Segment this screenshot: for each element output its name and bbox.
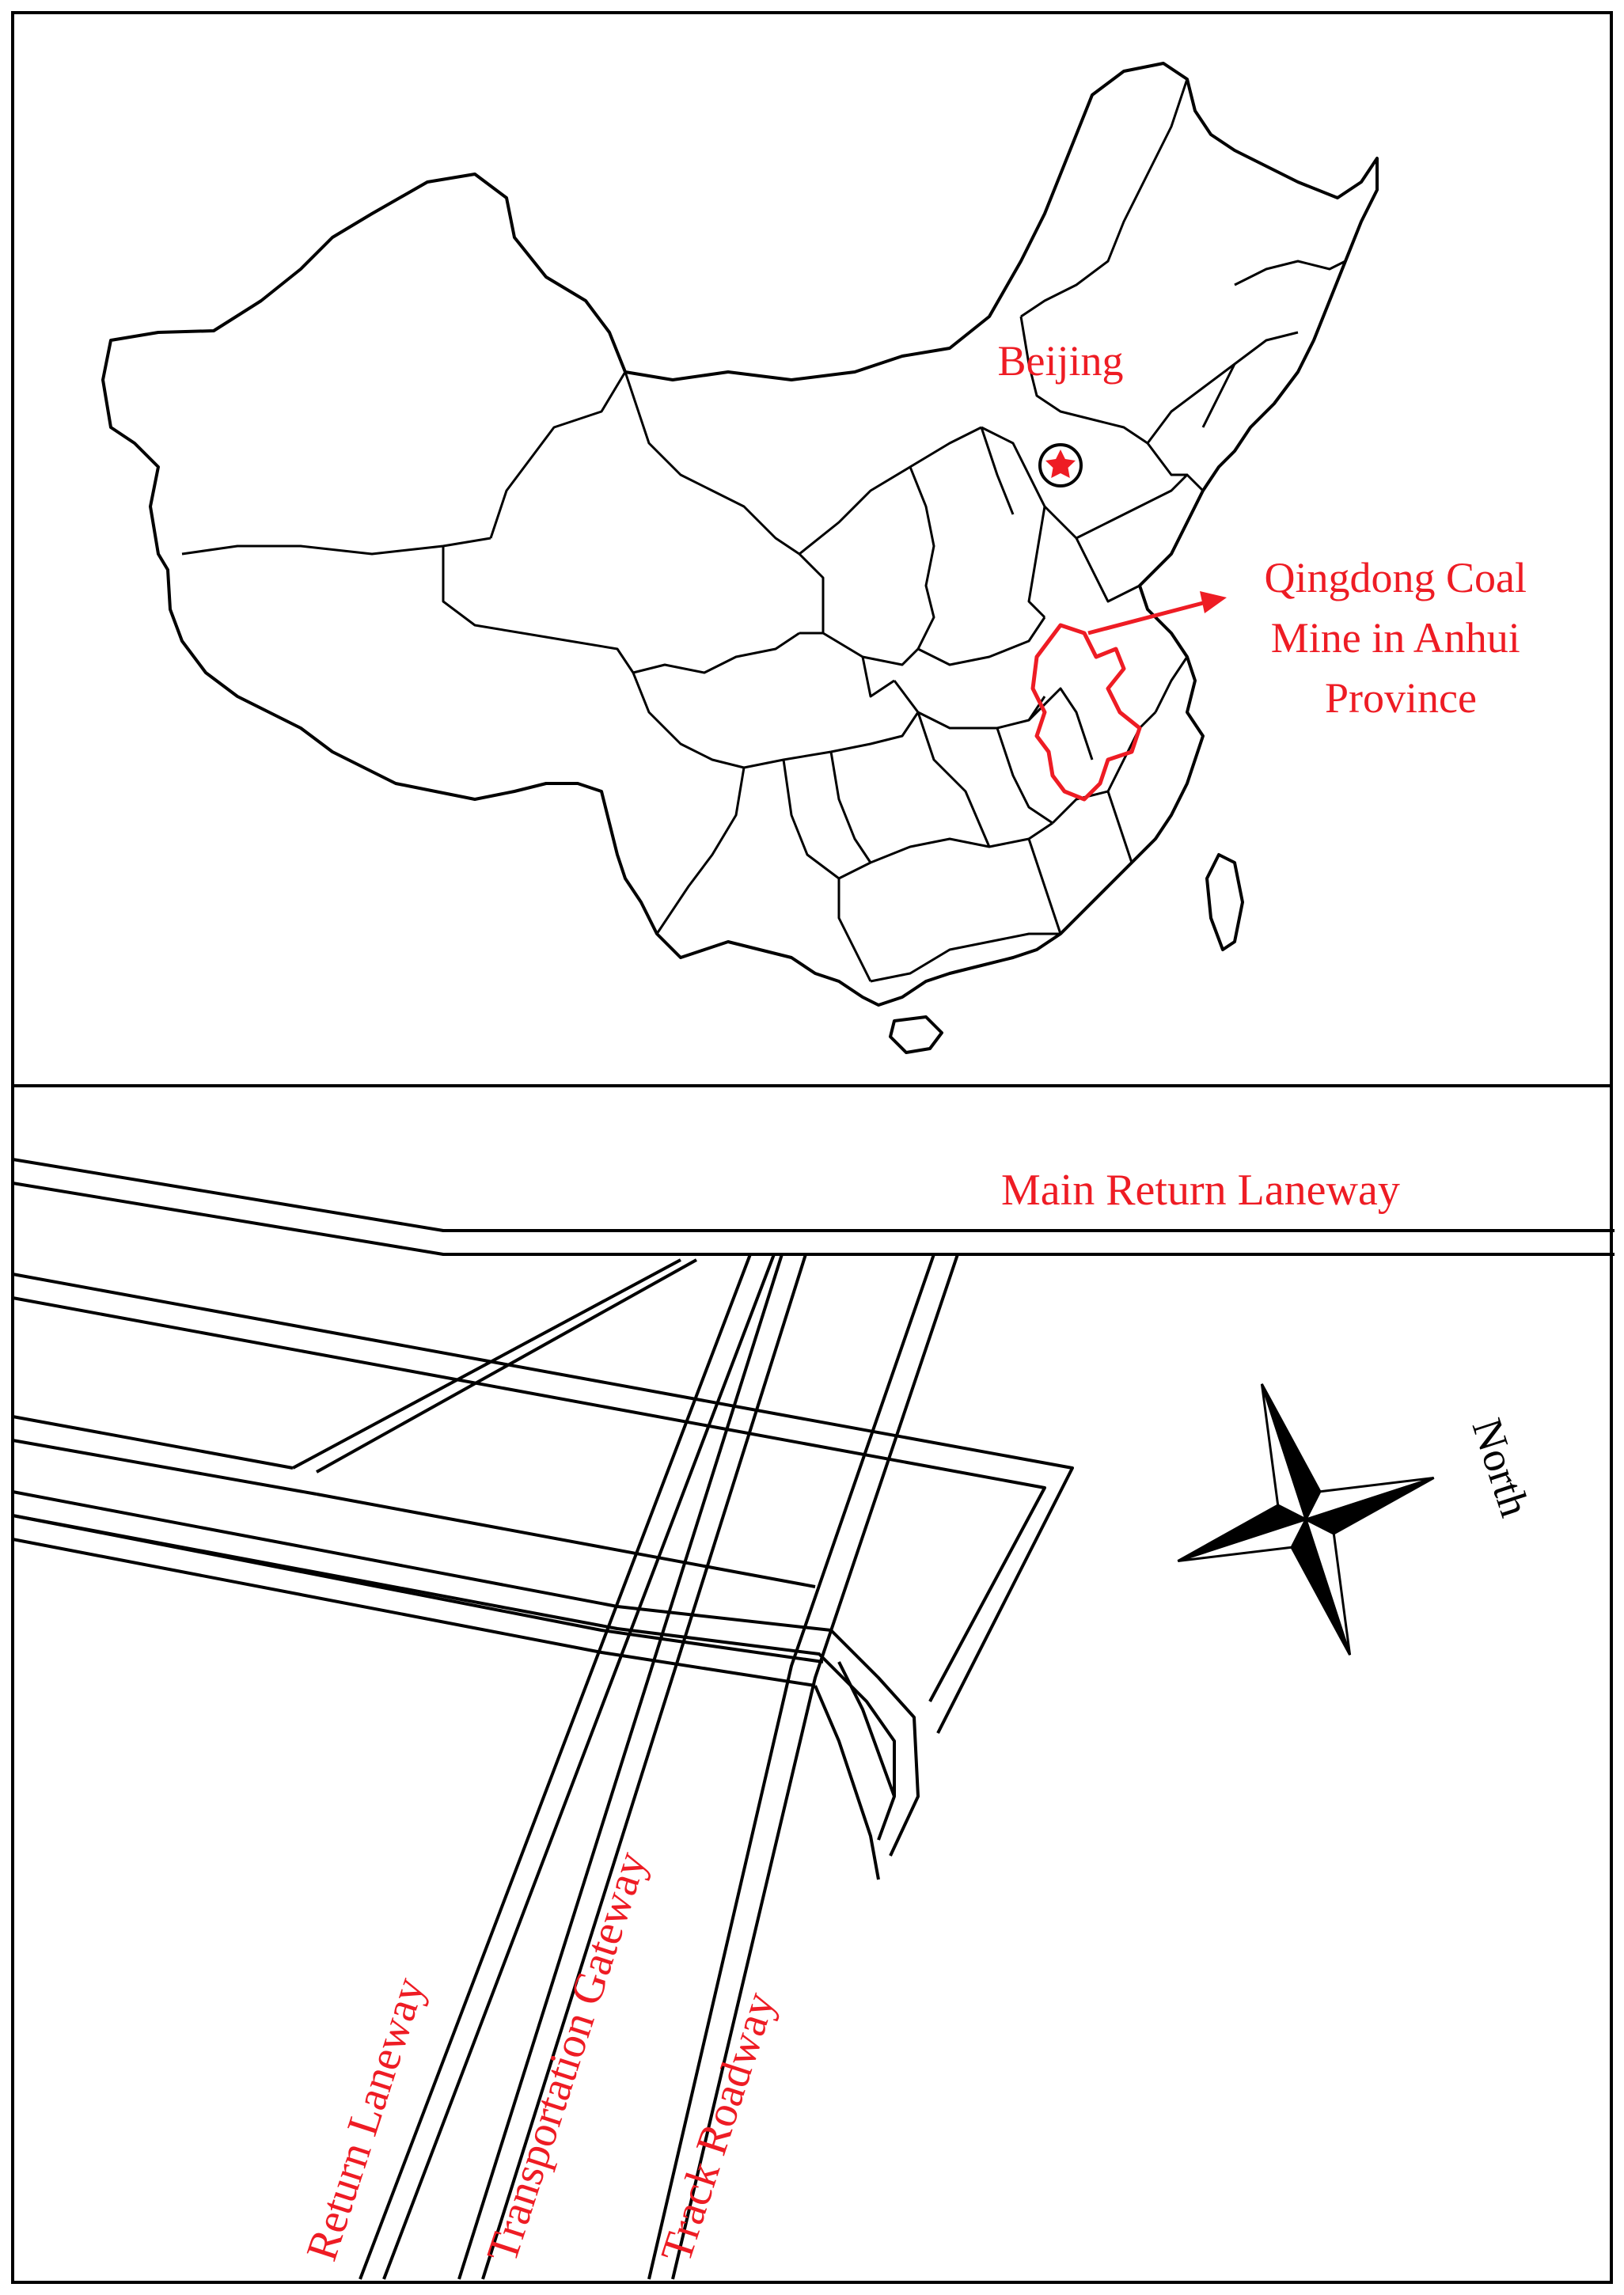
china-map — [101, 62, 1379, 1054]
main-return-laneway-label: Main Return Laneway — [1001, 1166, 1400, 1215]
site-label: Qingdong Coal Mine in Anhui Province — [1265, 554, 1538, 722]
track-roadway-label: Track Roadway — [651, 1986, 784, 2268]
lower-crosscut — [12, 1490, 920, 1857]
taiwan-outline — [1205, 853, 1244, 951]
north-label: North — [1463, 1413, 1539, 1522]
compass-rose-icon — [1177, 1383, 1435, 1656]
return-laneway — [359, 1254, 776, 2280]
figure-frame — [11, 11, 1613, 2284]
track-roadway — [647, 1254, 959, 2280]
return-laneway-label: Return Laneway — [297, 1971, 434, 2267]
anhui-province-outline — [1030, 623, 1142, 802]
upper-crosscut — [12, 1273, 1074, 1734]
beijing-ring — [1038, 443, 1083, 487]
province-borders — [181, 78, 1346, 983]
main-return-laneway — [12, 1158, 1615, 1256]
transportation-gateway-label: Transportation Gateway — [477, 1846, 656, 2268]
transportation-gateway — [457, 1254, 807, 2280]
bottom-crosscut — [12, 1514, 896, 1880]
beijing-label: Beijing — [998, 337, 1124, 385]
star-marker — [1045, 450, 1076, 478]
hainan-outline — [889, 1015, 943, 1054]
site-label-line-1: Qingdong Coal — [1265, 554, 1527, 601]
site-arrow — [1087, 591, 1227, 635]
middle-crosscut — [12, 1258, 816, 1588]
site-label-line-2: Mine in Anhui — [1271, 614, 1520, 662]
china-outline — [101, 62, 1379, 1007]
laneway-layout — [12, 1158, 1615, 2280]
beijing-marker — [1038, 443, 1083, 487]
site-label-line-3: Province — [1325, 674, 1477, 722]
